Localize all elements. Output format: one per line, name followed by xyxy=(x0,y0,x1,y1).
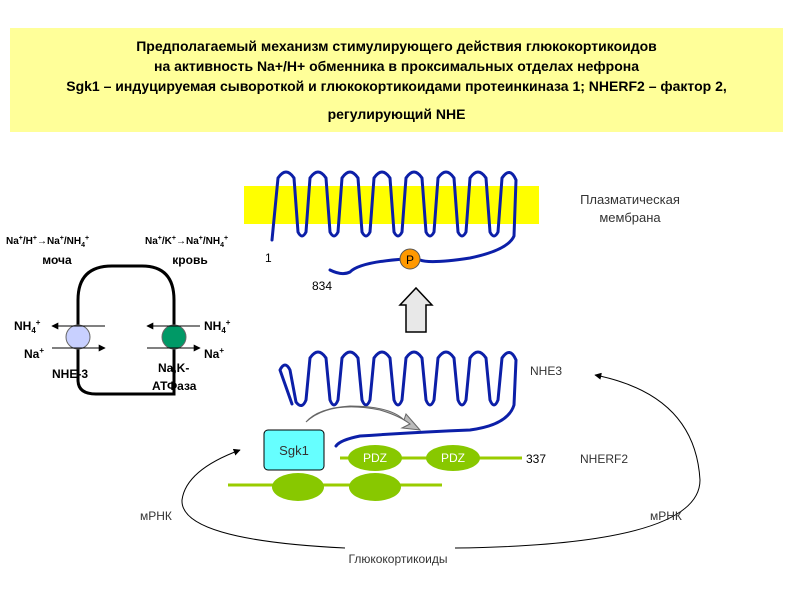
nherf2-label: NHERF2 xyxy=(580,452,628,466)
sgk1-label: Sgk1 xyxy=(279,443,309,458)
na-right-label: Na+ xyxy=(204,346,224,361)
membrane-label-line1: Плазматическая xyxy=(580,192,680,207)
glucocorticoid-loop-left xyxy=(181,448,346,549)
glucocorticoid-loop-right xyxy=(454,372,701,549)
pdz-label-2: PDZ xyxy=(441,451,465,465)
title-line-3: Sgk1 – индуцируемая сывороткой и глюкоко… xyxy=(66,78,727,94)
na-k-atpase xyxy=(161,324,187,350)
lower-green-ellipse-2 xyxy=(349,473,401,501)
pdz-domain-1 xyxy=(348,445,402,471)
phosphate-label: P xyxy=(406,253,414,267)
left-exchange-formula: Na+/H+→Na+/NH4+ xyxy=(6,235,89,249)
title-line-1: Предполагаемый механизм стимулирующего д… xyxy=(136,38,657,54)
atpase-label-line2: АТФаза xyxy=(152,379,197,393)
title-banner: Предполагаемый механизм стимулирующего д… xyxy=(10,28,783,132)
title-line-4: регулирующий NHE xyxy=(327,106,466,122)
atpase-label-line1: Na,K- xyxy=(158,361,189,375)
urine-label: моча xyxy=(42,253,72,267)
residue-337-label: 337 xyxy=(526,452,546,466)
pdz-domain-2 xyxy=(426,445,480,471)
nhe3-label: NHE3 xyxy=(530,364,562,378)
glucocorticoids-label: Глюкокортикоиды xyxy=(349,552,448,566)
membrane-label-line2: мембрана xyxy=(599,210,661,225)
residue-834-label: 834 xyxy=(312,279,332,293)
nhe3-transporter-label: NHE-3 xyxy=(52,367,88,381)
mrna-right-label: мРНК xyxy=(650,509,682,523)
mrna-left-label: мРНК xyxy=(140,509,172,523)
blood-label: кровь xyxy=(172,253,207,267)
nh4-right-label: NH4+ xyxy=(204,318,231,335)
nh4-left-label: NH4+ xyxy=(14,318,41,335)
right-exchange-formula: Na+/K+→Na+/NH4+ xyxy=(145,235,228,249)
na-left-label: Na+ xyxy=(24,346,44,361)
nhe3-membrane-protein xyxy=(270,170,518,276)
cell-outline xyxy=(76,264,176,396)
pdz-label-1: PDZ xyxy=(363,451,387,465)
nhe3-transporter xyxy=(65,324,91,350)
sgk1-phosphorylation-arrow xyxy=(305,405,422,431)
lower-green-ellipse-1 xyxy=(272,473,324,501)
activation-up-arrow xyxy=(398,286,434,333)
sgk1-box xyxy=(263,429,325,471)
nhe3-inactive-protein xyxy=(278,350,518,448)
phosphate-group xyxy=(399,248,421,270)
residue-1-label: 1 xyxy=(265,251,272,265)
title-line-2: на активность Na+/H+ обменника в проксим… xyxy=(153,58,639,74)
